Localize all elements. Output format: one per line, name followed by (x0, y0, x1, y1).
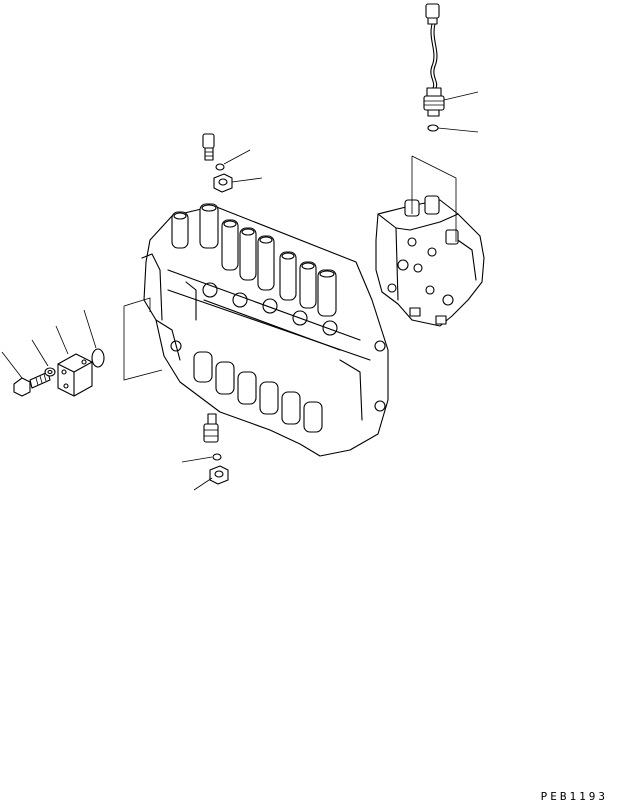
pressure-sensor-assembly (423, 3, 445, 117)
leader-lines-top (223, 149, 263, 183)
washer (44, 367, 56, 377)
o-ring-right (427, 124, 439, 132)
main-control-valve (141, 203, 389, 457)
o-ring-left (91, 348, 105, 368)
bolt (13, 371, 51, 397)
nut-top (213, 173, 233, 193)
leader-lines-bottom (181, 456, 213, 491)
leader-lines-left (1, 309, 97, 379)
pressure-sensor-top (202, 133, 215, 161)
assembly-bracket-left (123, 297, 163, 381)
pressure-sensor-bottom (203, 413, 219, 443)
o-ring-top (215, 163, 225, 171)
cover-plate (57, 353, 93, 397)
drawing-code: PEB1193 (540, 790, 608, 803)
assembly-bracket-right (411, 155, 457, 242)
o-ring-bottom (212, 453, 222, 461)
leader-lines-right (437, 91, 479, 133)
service-valve-block (375, 195, 485, 327)
nut-bottom (209, 465, 229, 485)
